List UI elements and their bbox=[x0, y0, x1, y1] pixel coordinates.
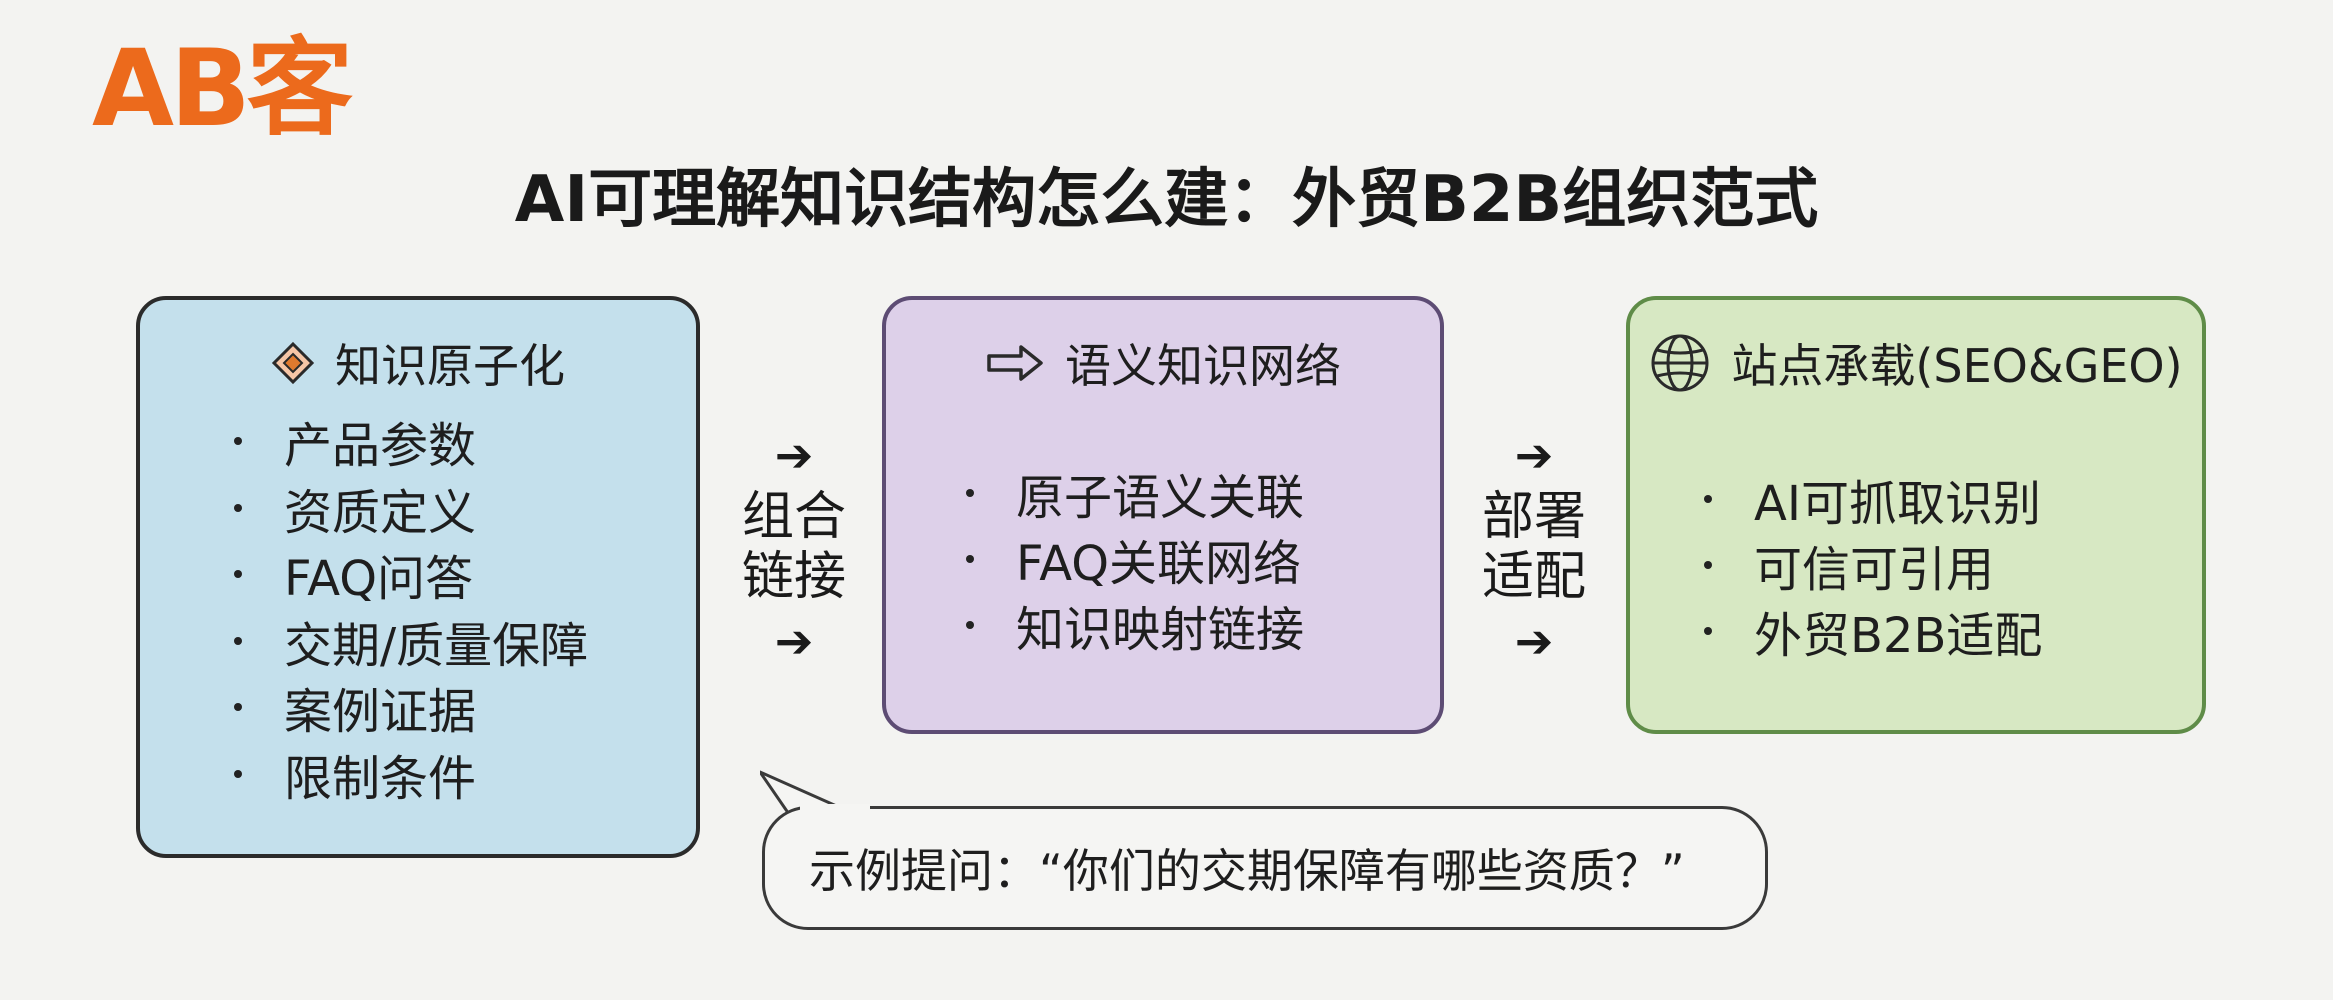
example-question-bubble: 示例提问：“你们的交期保障有哪些资质？” bbox=[762, 806, 1768, 930]
semantic-network-box: 语义知识网络 原子语义关联 FAQ关联网络 知识映射链接 bbox=[882, 296, 1444, 734]
speech-bubble-tail-cover bbox=[800, 804, 870, 814]
globe-icon bbox=[1649, 332, 1711, 394]
box-item-list: 产品参数 资质定义 FAQ问答 交期/质量保障 案例证据 限制条件 bbox=[234, 408, 588, 807]
connector-deploy-adapt: ➔ 部署 适配 ➔ bbox=[1476, 432, 1592, 664]
knowledge-atomization-box: 知识原子化 产品参数 资质定义 FAQ问答 交期/质量保障 案例证据 限制条件 bbox=[136, 296, 700, 858]
site-hosting-box: 站点承载(SEO&GEO) AI可抓取识别 可信可引用 外贸B2B适配 bbox=[1626, 296, 2206, 734]
list-item: FAQ关联网络 bbox=[966, 526, 1304, 592]
box-title: 语义知识网络 bbox=[1065, 339, 1341, 393]
bullet-icon bbox=[1704, 495, 1712, 503]
bullet-icon bbox=[966, 489, 974, 497]
bullet-icon bbox=[234, 769, 242, 778]
right-arrow-icon: ➔ bbox=[774, 428, 814, 482]
bullet-icon bbox=[234, 636, 242, 645]
box-item-list: AI可抓取识别 可信可引用 外贸B2B适配 bbox=[1704, 466, 2042, 664]
arrow-outline-icon bbox=[985, 343, 1045, 383]
right-arrow-icon: ➔ bbox=[1514, 613, 1554, 668]
list-item: 原子语义关联 bbox=[966, 460, 1304, 526]
bullet-icon bbox=[1704, 561, 1712, 569]
diamond-icon bbox=[271, 341, 315, 385]
list-item: 外贸B2B适配 bbox=[1704, 598, 2042, 664]
right-arrow-icon: ➔ bbox=[1514, 428, 1554, 482]
bullet-icon bbox=[234, 703, 242, 712]
bullet-icon bbox=[234, 570, 242, 579]
right-arrow-icon: ➔ bbox=[774, 613, 814, 668]
list-item: AI可抓取识别 bbox=[1704, 466, 2042, 532]
list-item: 产品参数 bbox=[234, 408, 588, 475]
connector-label: 部署 适配 bbox=[1481, 487, 1586, 607]
list-item: 案例证据 bbox=[234, 674, 588, 741]
list-item: 可信可引用 bbox=[1704, 532, 2042, 598]
box-title: 知识原子化 bbox=[335, 339, 565, 393]
bullet-icon bbox=[966, 621, 974, 629]
list-item: 知识映射链接 bbox=[966, 592, 1304, 658]
bullet-icon bbox=[234, 503, 242, 512]
bullet-icon bbox=[966, 555, 974, 563]
list-item: FAQ问答 bbox=[234, 541, 588, 608]
page-title: AI可理解知识结构怎么建：外贸B2B组织范式 bbox=[514, 163, 1819, 237]
list-item: 交期/质量保障 bbox=[234, 608, 588, 675]
bullet-icon bbox=[234, 437, 242, 446]
connector-label: 组合 链接 bbox=[741, 487, 846, 607]
box-header: 语义知识网络 bbox=[886, 330, 1440, 396]
box-header: 站点承载(SEO&GEO) bbox=[1630, 330, 2202, 396]
example-question-text: 示例提问：“你们的交期保障有哪些资质？” bbox=[809, 844, 1685, 898]
box-title: 站点承载(SEO&GEO) bbox=[1731, 339, 2183, 393]
list-item: 限制条件 bbox=[234, 741, 588, 808]
box-header: 知识原子化 bbox=[140, 330, 696, 396]
brand-logo: AB客 bbox=[92, 27, 353, 150]
list-item: 资质定义 bbox=[234, 475, 588, 542]
box-item-list: 原子语义关联 FAQ关联网络 知识映射链接 bbox=[966, 460, 1304, 658]
connector-combine-link: ➔ 组合 链接 ➔ bbox=[736, 432, 852, 664]
bullet-icon bbox=[1704, 627, 1712, 635]
